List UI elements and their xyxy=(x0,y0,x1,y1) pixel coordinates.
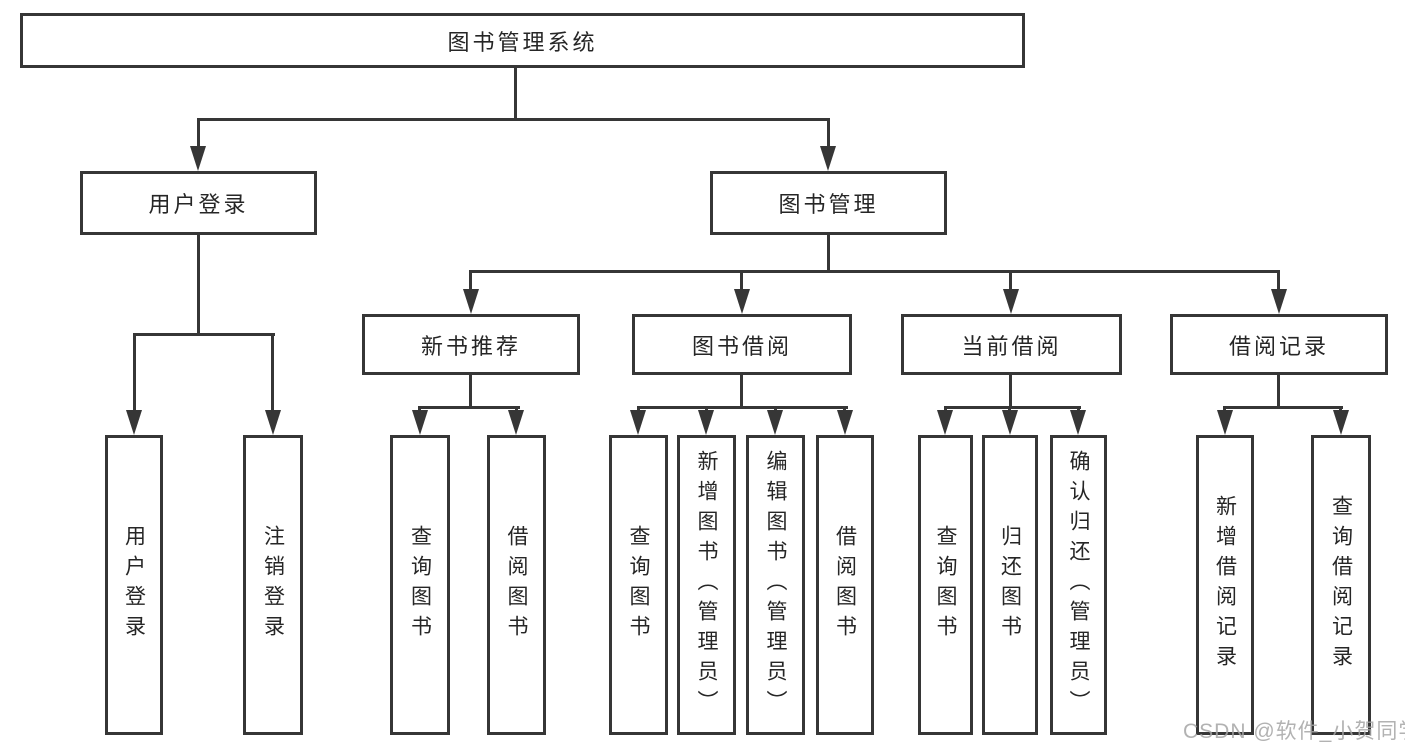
node-label: 归还图书 xyxy=(998,525,1022,645)
node-edit-books-admin: 编辑图书（管理员） xyxy=(746,435,805,735)
node-new-book-recommend: 新书推荐 xyxy=(362,314,580,375)
connector-current-borrow-bar xyxy=(944,406,1081,409)
connector-level2-bar xyxy=(197,118,830,121)
arrowhead-d1 xyxy=(937,410,953,435)
node-return-books: 归还图书 xyxy=(982,435,1038,735)
connector-new-book-stem xyxy=(469,375,472,409)
arrowhead-logout xyxy=(265,410,281,435)
node-label: 借阅图书 xyxy=(505,525,528,645)
node-add-books-admin: 新增图书（管理员） xyxy=(677,435,736,735)
node-label: 查询图书 xyxy=(934,525,957,645)
arrowhead-c4 xyxy=(837,410,853,435)
connector-drop-current-borrow xyxy=(1009,270,1012,292)
arrowhead-c3 xyxy=(767,410,783,435)
node-book-management: 图书管理 xyxy=(710,171,947,235)
arrowhead-current-borrow xyxy=(1003,289,1019,314)
node-query-books-recommend: 查询图书 xyxy=(390,435,450,735)
arrowhead-b2 xyxy=(508,410,524,435)
connector-current-borrow-stem xyxy=(1009,375,1012,409)
connector-drop-book-management xyxy=(827,118,830,149)
connector-book-borrow-bar xyxy=(637,406,848,409)
node-borrow-records: 借阅记录 xyxy=(1170,314,1388,375)
arrowhead-user-login xyxy=(190,146,206,171)
csdn-watermark: CSDN @软件_小贺同学 xyxy=(1183,720,1405,743)
node-current-borrow: 当前借阅 xyxy=(901,314,1122,375)
node-query-borrow-record: 查询借阅记录 xyxy=(1311,435,1371,735)
connector-borrow-records-stem xyxy=(1277,375,1280,409)
node-library-management-system: 图书管理系统 xyxy=(20,13,1025,68)
connector-drop-logout xyxy=(271,333,274,412)
arrowhead-c1 xyxy=(630,410,646,435)
node-confirm-return-admin: 确认归还（管理员） xyxy=(1050,435,1107,735)
node-label: 查询图书 xyxy=(627,525,650,645)
node-logout: 注销登录 xyxy=(243,435,303,735)
connector-drop-user-login xyxy=(197,118,200,149)
node-label: 注销登录 xyxy=(261,525,285,645)
node-label: 确认归还（管理员） xyxy=(1067,450,1090,720)
connector-root-stem xyxy=(514,68,517,120)
node-label: 编辑图书（管理员） xyxy=(764,450,787,720)
connector-new-book-bar xyxy=(419,406,520,409)
arrowhead-d2 xyxy=(1002,410,1018,435)
arrowhead-book-borrow xyxy=(734,289,750,314)
node-book-borrow: 图书借阅 xyxy=(632,314,852,375)
node-borrow-books-recommend: 借阅图书 xyxy=(487,435,546,735)
arrowhead-borrow-records xyxy=(1271,289,1287,314)
arrowhead-d3 xyxy=(1070,410,1086,435)
connector-book-borrow-stem xyxy=(740,375,743,409)
node-label: 查询借阅记录 xyxy=(1329,495,1353,675)
arrowhead-e2 xyxy=(1333,410,1349,435)
connector-drop-book-borrow xyxy=(740,270,743,292)
connector-book-management-stem xyxy=(827,235,830,273)
node-query-books-borrow: 查询图书 xyxy=(609,435,668,735)
connector-drop-new-book xyxy=(469,270,472,292)
node-user-login-leaf: 用户登录 xyxy=(105,435,163,735)
node-user-login: 用户登录 xyxy=(80,171,317,235)
node-label: 借阅图书 xyxy=(833,525,857,645)
connector-borrow-records-bar xyxy=(1224,406,1343,409)
arrowhead-book-management xyxy=(820,146,836,171)
connector-drop-borrow-records xyxy=(1277,270,1280,292)
node-add-borrow-record: 新增借阅记录 xyxy=(1196,435,1254,735)
node-query-books-current: 查询图书 xyxy=(918,435,973,735)
connector-level3-bar xyxy=(470,270,1280,273)
arrowhead-login xyxy=(126,410,142,435)
connector-drop-login xyxy=(133,333,136,412)
connector-user-login-stem xyxy=(197,235,200,335)
node-borrow-books: 借阅图书 xyxy=(816,435,874,735)
node-label: 用户登录 xyxy=(122,525,146,645)
arrowhead-c2 xyxy=(698,410,714,435)
arrowhead-b1 xyxy=(412,410,428,435)
node-label: 新增图书（管理员） xyxy=(695,450,718,720)
node-label: 查询图书 xyxy=(408,525,432,645)
node-label: 新增借阅记录 xyxy=(1213,495,1237,675)
arrowhead-new-book xyxy=(463,289,479,314)
arrowhead-e1 xyxy=(1217,410,1233,435)
connector-user-login-bar xyxy=(133,333,275,336)
